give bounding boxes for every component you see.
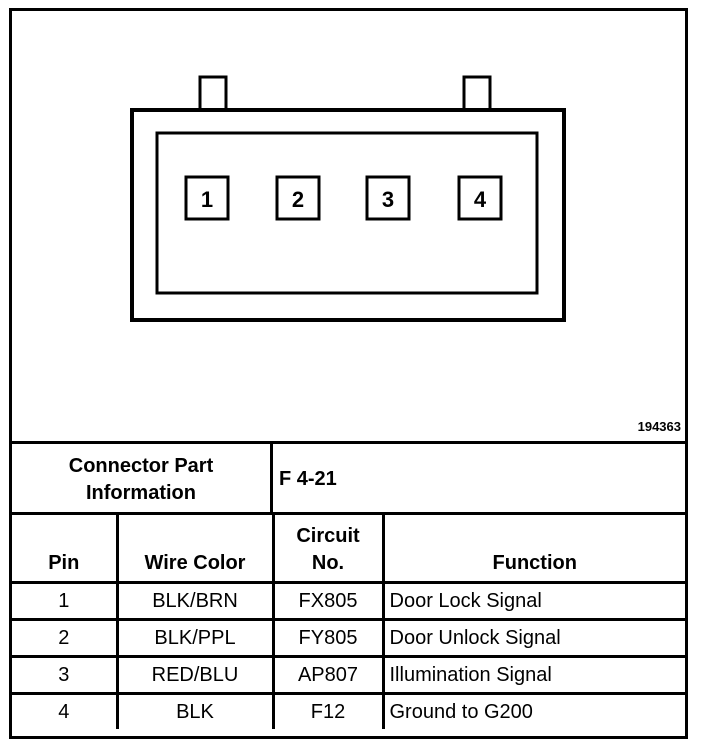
connector-diagram: 1 2 3 4 194363: [12, 11, 685, 441]
connector-info-label: Connector Part Information: [12, 444, 273, 515]
cell-pin: 4: [12, 692, 119, 729]
pin-cavity-3: 3: [365, 175, 411, 221]
table-row: 4 BLK F12 Ground to G200: [12, 692, 685, 729]
cell-circuit: AP807: [271, 655, 385, 695]
cell-circuit: FX805: [271, 581, 385, 621]
table-row: 1 BLK/BRN FX805 Door Lock Signal: [12, 581, 685, 621]
header-circuit-no: Circuit No.: [271, 512, 385, 584]
latch-tab-left: [198, 75, 228, 113]
pin-cavity-4: 4: [457, 175, 503, 221]
cell-function: Ground to G200: [381, 692, 685, 729]
header-function: Function: [381, 512, 685, 584]
cell-function: Door Unlock Signal: [381, 618, 685, 658]
cell-function: Door Lock Signal: [381, 581, 685, 621]
cell-wire-color: BLK/BRN: [115, 581, 275, 621]
pin-cavity-2: 2: [275, 175, 321, 221]
table-row: 3 RED/BLU AP807 Illumination Signal: [12, 655, 685, 695]
connector-info-value: F 4-21: [279, 468, 337, 490]
connector-frame: 1 2 3 4 194363 Connector Part Informatio…: [9, 8, 688, 739]
pin-number: 2: [292, 187, 304, 212]
cell-pin: 2: [12, 618, 119, 658]
pin-number: 3: [382, 187, 394, 212]
cell-wire-color: BLK: [115, 692, 275, 729]
header-wire-color: Wire Color: [115, 512, 275, 584]
figure-reference-number: 194363: [637, 419, 681, 434]
pin-number: 4: [474, 187, 487, 212]
pin-number: 1: [201, 187, 213, 212]
cell-circuit: F12: [271, 692, 385, 729]
cell-function: Illumination Signal: [381, 655, 685, 695]
header-pin: Pin: [12, 512, 119, 584]
connector-face-drawing: 1 2 3 4: [130, 75, 566, 322]
pin-cavity-1: 1: [184, 175, 230, 221]
cell-wire-color: BLK/PPL: [115, 618, 275, 658]
pin-table-header: Pin Wire Color Circuit No. Function: [12, 512, 685, 584]
latch-tab-right: [462, 75, 492, 113]
cell-pin: 3: [12, 655, 119, 695]
cell-wire-color: RED/BLU: [115, 655, 275, 695]
pin-table: Pin Wire Color Circuit No. Function 1 BL…: [12, 512, 685, 729]
cell-circuit: FY805: [271, 618, 385, 658]
connector-info-row: Connector Part Information F 4-21: [12, 441, 685, 515]
table-row: 2 BLK/PPL FY805 Door Unlock Signal: [12, 618, 685, 658]
cell-pin: 1: [12, 581, 119, 621]
